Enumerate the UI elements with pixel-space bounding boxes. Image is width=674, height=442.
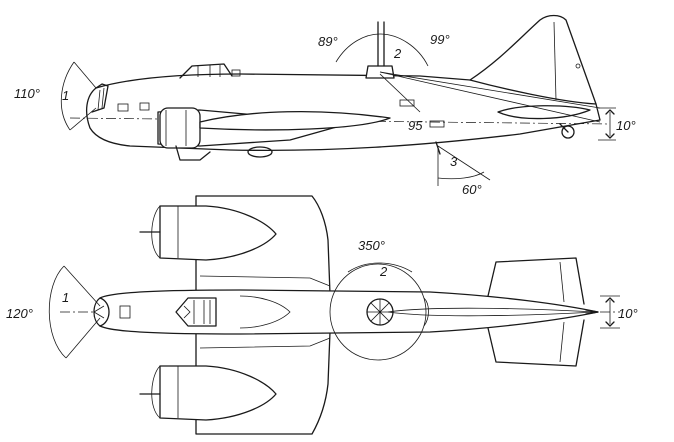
plan-upper-stabilizer bbox=[487, 257, 585, 305]
side-vertical-tail bbox=[469, 14, 597, 105]
side-gun-1-angle: 110° bbox=[14, 86, 40, 101]
side-wing bbox=[199, 110, 391, 131]
plan-lower-nacelle bbox=[159, 365, 277, 421]
side-tail-angle: 10° bbox=[616, 118, 636, 133]
plan-fuselage bbox=[93, 289, 599, 335]
side-nose-glazing bbox=[91, 83, 109, 113]
plan-turret-number: 2 bbox=[379, 264, 388, 279]
side-horizontal-stabilizer bbox=[497, 105, 591, 120]
plan-lower-stabilizer bbox=[487, 319, 585, 367]
plan-turret-angle: 350° bbox=[358, 238, 385, 253]
side-tail-wheel bbox=[561, 125, 575, 139]
side-fuselage bbox=[85, 73, 601, 152]
side-gun-1-number: 1 bbox=[62, 88, 69, 103]
side-gun-2-left-angle: 89° bbox=[318, 34, 338, 49]
side-gun-3-angle: 60° bbox=[462, 182, 482, 197]
side-gun-3-number: 3 bbox=[450, 154, 458, 169]
plan-view: 120° 1 350° 2 10° bbox=[6, 195, 638, 435]
plan-upper-nacelle bbox=[159, 205, 277, 261]
plan-gun-1-angle: 120° bbox=[6, 306, 33, 321]
plan-gun-1-number: 1 bbox=[62, 290, 69, 305]
side-gun-2-number: 2 bbox=[393, 46, 402, 61]
plan-tail-angle: 10° bbox=[618, 306, 638, 321]
plan-turret-field-circle bbox=[329, 263, 427, 361]
side-main-gear bbox=[175, 145, 211, 161]
plan-nose-glazing bbox=[99, 297, 110, 327]
side-cockpit-canopy bbox=[179, 63, 233, 79]
side-gun-2-right-angle: 99° bbox=[430, 32, 450, 47]
plan-cockpit-canopy bbox=[175, 297, 217, 327]
side-gun-2-depression: 95 bbox=[408, 118, 423, 133]
side-view: 110° 1 89° 99° 2 95 3 60° 10° bbox=[14, 14, 636, 197]
